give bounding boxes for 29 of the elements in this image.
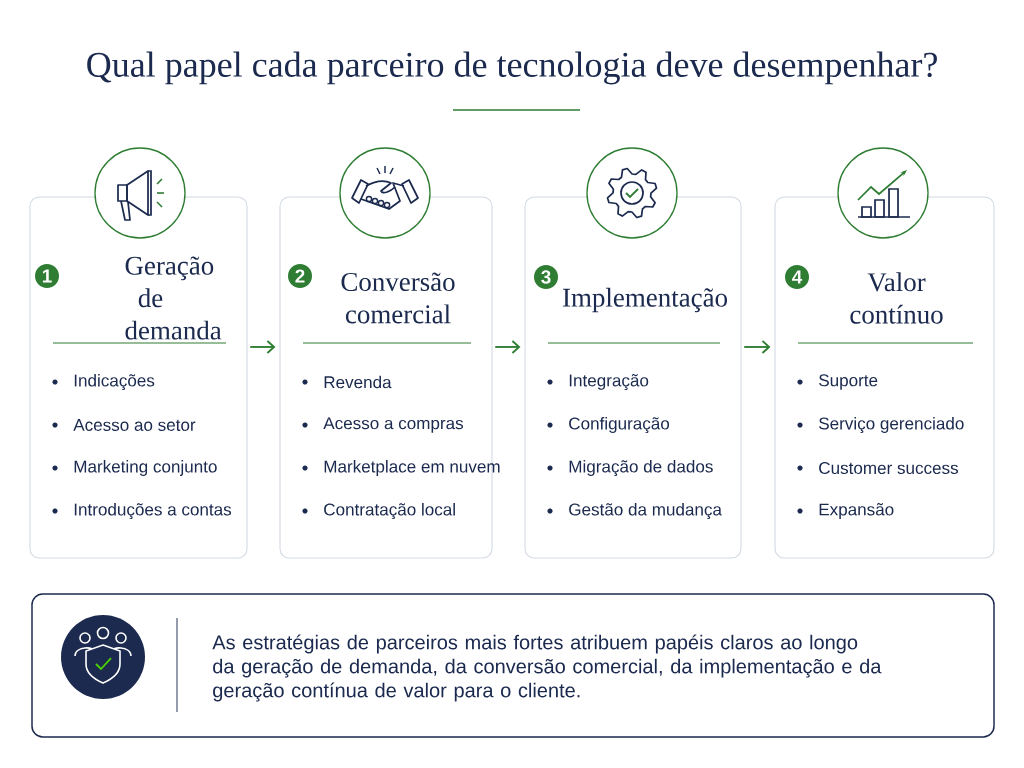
step-heading: Geração de demanda	[125, 256, 222, 340]
bullet-item: Marketplace em nuvem	[302, 460, 500, 476]
step-number: 4	[785, 265, 809, 289]
bullet-item: Revenda	[302, 375, 392, 389]
bullet-item: Suporte	[797, 374, 878, 390]
arrow	[494, 340, 521, 354]
title: Qual papel cada parceiro de tecnologia deve desempenhar?	[87, 51, 937, 85]
bullet-item: Migração de dados	[547, 460, 713, 476]
step-number: 2	[288, 264, 312, 288]
bullet-item: Gestão da mudança	[547, 503, 722, 519]
bullet-item: Acesso a compras	[302, 417, 463, 433]
step-number: 3	[534, 265, 558, 289]
bullet-item: Expansão	[797, 503, 894, 519]
step-heading: Conversão comercial	[341, 272, 455, 324]
step-number: 1	[35, 264, 59, 288]
step-heading: Valor contínuo	[850, 272, 943, 324]
bullet-item: Configuração	[547, 417, 670, 433]
bullet-item: Introduções a contas	[52, 503, 232, 519]
arrow	[743, 340, 771, 354]
bullet-item: Customer success	[797, 461, 958, 475]
bullet-item: Indicações	[52, 374, 155, 390]
bullet-item: Integração	[547, 374, 649, 390]
bullet-item: Contratação local	[302, 503, 455, 519]
bullet-item: Acesso ao setor	[52, 419, 196, 431]
bullet-item: Serviço gerenciado	[797, 417, 964, 433]
summary-text: As estratégias de parceiros mais fortes atribuem papéis claros ao longo da geração de demanda, da conversão comercial, da implementação e da geração contínua de valor para o cliente.	[212, 634, 882, 702]
bullet-item: Marketing conjunto	[52, 460, 217, 476]
arrow	[249, 340, 276, 354]
step-heading: Implementação	[563, 287, 727, 313]
